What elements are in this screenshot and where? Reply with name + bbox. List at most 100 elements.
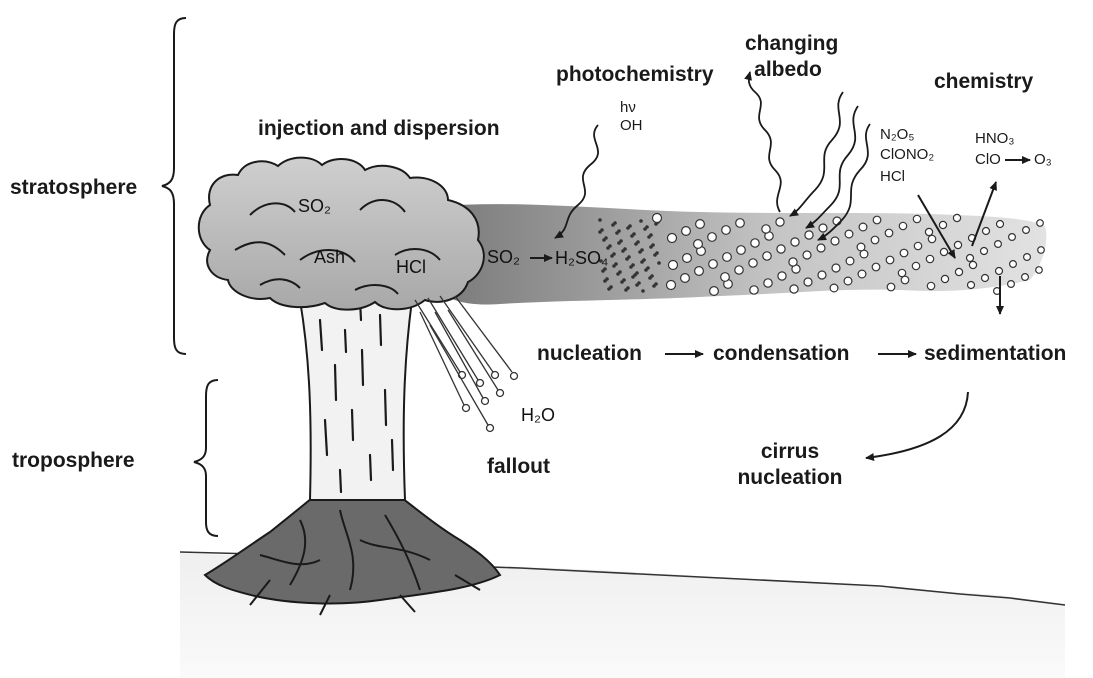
aerosol-droplet — [901, 276, 909, 284]
aerosol-droplet — [913, 215, 920, 222]
aerosol-droplet — [764, 279, 772, 287]
nucleation-dot — [598, 218, 602, 222]
nucleation-dot — [616, 272, 620, 276]
aerosol-droplet — [694, 240, 703, 249]
nucleation-dot — [603, 279, 607, 283]
chemistry-label: chemistry — [934, 70, 1033, 94]
incoming-radiation-arrow-2 — [806, 106, 858, 228]
nucleation-dot — [647, 235, 651, 239]
hv-label: hν — [620, 99, 636, 117]
aerosol-droplet — [887, 283, 895, 291]
albedo-wavy-arrow — [749, 72, 781, 212]
troposphere-label: troposphere — [12, 449, 135, 473]
nucleation-dot — [641, 289, 645, 293]
aerosol-droplet — [955, 268, 962, 275]
aerosol-droplet — [736, 219, 745, 228]
aerosol-droplet — [776, 218, 784, 226]
h2so4-label: H₂SO₄ — [555, 248, 608, 269]
eruption-column — [300, 300, 412, 500]
plume-so2-label: SO₂ — [487, 247, 520, 268]
aerosol-droplet — [735, 266, 743, 274]
nucleation-dot — [629, 265, 633, 269]
nucleation-dot — [601, 269, 605, 273]
nucleation-dot — [611, 223, 615, 227]
nucleation-dot — [607, 287, 611, 291]
nucleation-dot — [635, 283, 639, 287]
oh-label: OH — [620, 117, 643, 135]
aerosol-droplet — [750, 286, 758, 294]
nucleation-dot — [630, 234, 634, 238]
aerosol-droplet — [941, 275, 948, 282]
aerosol-droplet — [873, 216, 881, 224]
aerosol-droplet — [925, 228, 932, 235]
aerosol-droplet — [969, 261, 976, 268]
injection-label: injection and dispersion — [258, 117, 500, 141]
nucleation-dot — [653, 253, 657, 257]
troposphere-brace — [194, 380, 218, 536]
aerosol-droplet — [1038, 247, 1045, 254]
aerosol-droplet — [900, 249, 908, 257]
nucleation-dot — [634, 242, 638, 246]
aerosol-droplet — [817, 244, 825, 252]
aerosol-droplet — [954, 241, 961, 248]
aerosol-droplet — [777, 245, 785, 253]
aerosol-droplet — [763, 252, 771, 260]
aerosol-droplet — [871, 236, 879, 244]
aerosol-droplet — [696, 220, 705, 229]
aerosol-droplet — [1010, 261, 1017, 268]
aerosol-droplet — [995, 241, 1002, 248]
nucleation-dot — [643, 227, 647, 231]
hcl-label: HCl — [880, 168, 905, 186]
aerosol-droplet — [953, 214, 960, 221]
stratosphere-brace — [162, 18, 186, 354]
aerosol-droplet — [723, 253, 732, 262]
cirrus-label-line1: cirrus — [735, 440, 845, 464]
incoming-radiation-arrow-1 — [790, 92, 843, 216]
nucleation-dot — [624, 288, 628, 292]
aerosol-droplet — [708, 233, 717, 242]
aerosol-droplet — [846, 257, 854, 265]
fallout-label: fallout — [487, 455, 550, 479]
aerosol-droplet — [721, 273, 730, 282]
nucleation-dot — [640, 260, 644, 264]
aerosol-droplet — [926, 255, 933, 262]
aerosol-droplet — [709, 260, 718, 269]
aerosol-droplet — [899, 222, 906, 229]
aerosol-droplet — [1036, 267, 1043, 274]
stratosphere-label: stratosphere — [10, 176, 137, 200]
aerosol-droplet — [983, 228, 990, 235]
aerosol-droplet — [832, 264, 840, 272]
aerosol-droplet — [737, 246, 746, 255]
nucleation-dot — [652, 284, 656, 288]
nucleation-dot — [657, 261, 661, 265]
aerosol-droplet — [669, 261, 678, 270]
aerosol-droplet — [981, 248, 988, 255]
aerosol-droplet — [790, 285, 798, 293]
sedimentation-label: sedimentation — [924, 342, 1066, 366]
aerosol-droplet — [1023, 227, 1030, 234]
aerosol-droplet — [682, 227, 691, 236]
volcano-mountain — [205, 492, 500, 603]
aerosol-droplet — [804, 278, 812, 286]
nucleation-dot — [639, 219, 643, 223]
cloud-so2-label: SO₂ — [298, 196, 331, 217]
nucleation-dot — [610, 254, 614, 258]
aerosol-droplet — [1022, 274, 1029, 281]
aerosol-droplet — [681, 274, 690, 283]
aerosol-droplet — [803, 251, 811, 259]
hno3-label: HNO₃ — [975, 130, 1014, 148]
cirrus-curved-arrow — [866, 392, 968, 458]
nucleation-dot — [638, 250, 642, 254]
nucleation-dot — [602, 238, 606, 242]
photochemistry-label: photochemistry — [556, 63, 714, 87]
changing-albedo-label-line1: changing — [745, 32, 831, 56]
aerosol-droplet — [819, 224, 827, 232]
aerosol-droplet — [859, 223, 867, 231]
nucleation-dot — [625, 257, 629, 261]
aerosol-droplet — [1009, 234, 1016, 241]
nucleation-dot — [644, 268, 648, 272]
nucleation-dot — [648, 276, 652, 280]
aerosol-droplet — [940, 248, 947, 255]
